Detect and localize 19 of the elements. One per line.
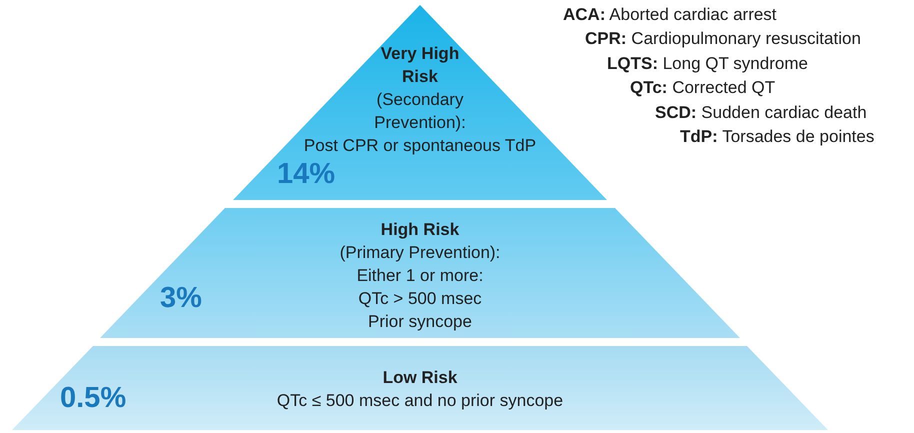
tier-heading: High Risk xyxy=(380,219,460,241)
tier-text: Either 1 or more: xyxy=(356,265,484,287)
abbreviation-definition: CPR: Cardiopulmonary resuscitation xyxy=(585,28,861,50)
tier-heading: Low Risk xyxy=(382,367,458,389)
percentage-value: 14% xyxy=(277,160,336,189)
tier-text: (Primary Prevention): xyxy=(340,242,500,264)
tier-heading: Very High Risk xyxy=(380,43,460,88)
abbreviation-definition: ACA: Aborted cardiac arrest xyxy=(563,4,777,26)
abbreviation-definition: SCD: Sudden cardiac death xyxy=(655,102,867,124)
abbreviation-definition: LQTS: Long QT syndrome xyxy=(607,52,808,75)
percentage-value: 3% xyxy=(160,284,202,313)
tier-text: (Secondary Prevention): xyxy=(373,89,467,134)
tier-text: QTc > 500 msec xyxy=(358,288,482,310)
tier-text: Post CPR or spontaneous TdP xyxy=(304,135,536,157)
tier-text: Prior syncope xyxy=(368,311,472,333)
percentage-value: 0.5% xyxy=(60,384,126,413)
tier-text: QTc ≤ 500 msec and no prior syncope xyxy=(276,390,564,412)
abbreviation-definition: QTc: Corrected QT xyxy=(630,77,776,100)
abbreviation-definition: TdP: Torsades de pointes xyxy=(680,126,874,148)
